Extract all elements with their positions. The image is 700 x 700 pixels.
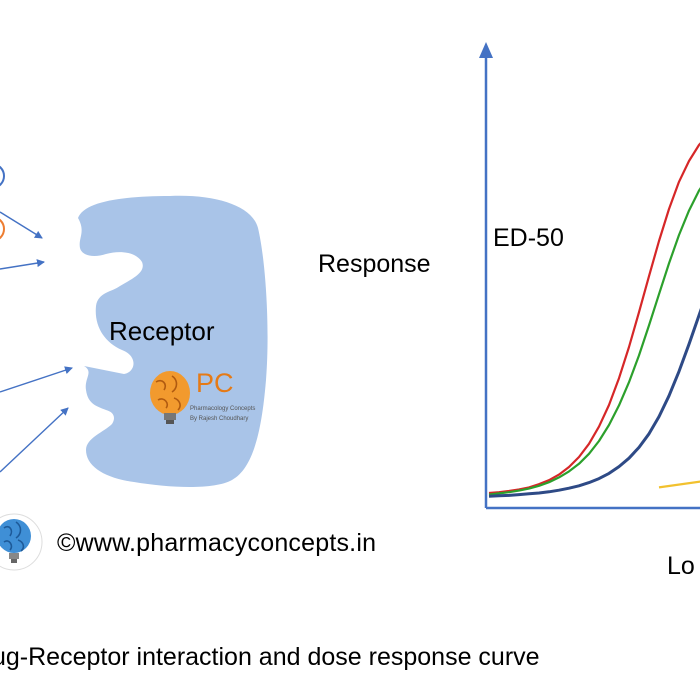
pharmacy-concepts-brain-icon — [0, 513, 43, 571]
copyright-text: ©www.pharmacyconcepts.in — [57, 529, 377, 557]
pc-logo-tagline: Pharmacology Concepts — [190, 406, 256, 412]
arrow-4 — [0, 407, 69, 473]
arrow-3 — [0, 366, 73, 393]
arrow-2 — [0, 259, 45, 270]
figure-caption: ug-Receptor interaction and dose respons… — [0, 643, 540, 671]
pc-logo-author: By Rajesh Choudhary — [190, 416, 249, 422]
curve-series-1 — [488, 142, 700, 495]
y-axis-arrowhead — [479, 42, 493, 58]
ligand-circle-blue — [0, 165, 5, 187]
pc-logo-initials: PC — [196, 368, 234, 398]
chart — [479, 42, 700, 510]
curve-series-3 — [488, 307, 700, 498]
curve-series-2 — [488, 187, 700, 496]
x-axis-label: Lo — [667, 552, 695, 580]
arrow-1 — [0, 211, 43, 239]
ligand-circle-orange — [0, 218, 5, 240]
pc-logo-brain-icon — [150, 371, 190, 424]
curve-series-4 — [658, 480, 700, 489]
receptor-shape — [78, 195, 268, 487]
y-axis-label: Response — [318, 250, 431, 278]
ed50-annotation: ED-50 — [493, 224, 564, 252]
series-layer — [488, 142, 700, 498]
receptor-label: Receptor — [109, 316, 215, 346]
